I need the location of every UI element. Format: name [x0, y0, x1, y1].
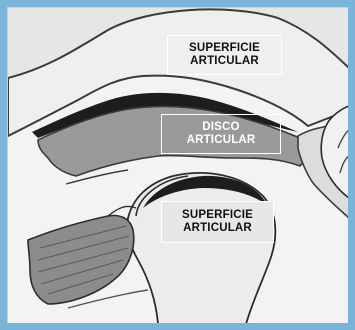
label-top-line2: ARTICULAR — [190, 55, 259, 68]
label-articular-disc: DISCO ARTICULAR — [161, 114, 281, 154]
label-condyle-line2: ARTICULAR — [183, 222, 252, 235]
label-disc-line1: DISCO — [202, 121, 239, 134]
diagram-panel: SUPERFICIE ARTICULAR DISCO ARTICULAR SUP… — [7, 7, 348, 323]
label-condyle-line1: SUPERFICIE — [182, 209, 253, 222]
label-top-articular-surface: SUPERFICIE ARTICULAR — [167, 35, 282, 75]
label-disc-line2: ARTICULAR — [187, 134, 256, 147]
label-condyle-articular-surface: SUPERFICIE ARTICULAR — [161, 201, 274, 243]
label-top-line1: SUPERFICIE — [189, 42, 260, 55]
